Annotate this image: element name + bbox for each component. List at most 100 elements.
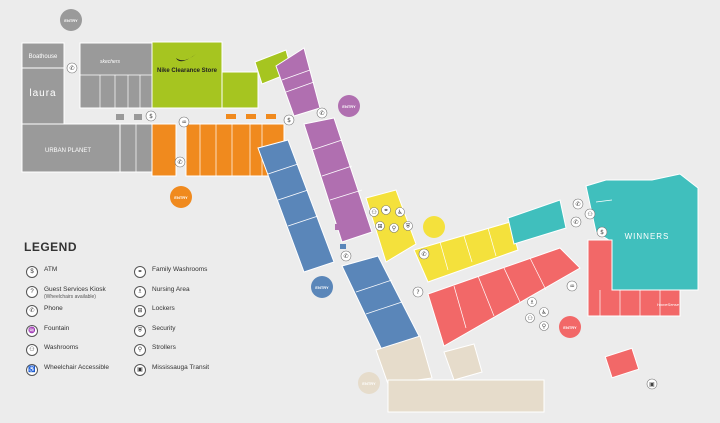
orange-kiosk-3 [266, 114, 276, 119]
atm-icon: $ [596, 226, 608, 238]
atm-icon: $ [283, 114, 295, 126]
washrooms-icon: ⚇ [369, 207, 379, 217]
legend-item-label: Fountain [44, 324, 70, 332]
svg-text:⚇: ⚇ [371, 209, 376, 216]
legend-item: $ ATM [26, 266, 57, 278]
blue-kiosk-1 [340, 244, 346, 249]
red-dividers [453, 257, 547, 329]
entry-top[interactable]: ENTRY [60, 9, 82, 31]
svg-text:ENTRY: ENTRY [315, 285, 329, 290]
purple-block-mid[interactable] [303, 117, 373, 243]
urban-planet-label: URBAN PLANET [45, 148, 91, 154]
legend-item: ▣Mississauga Transit [134, 363, 209, 376]
entry-red[interactable]: ENTRY [559, 316, 581, 338]
blue-kiosk-2 [372, 258, 378, 263]
phone-icon: ✆ [418, 248, 430, 260]
legend-item-label: Guest Services Kiosk [44, 285, 106, 293]
nike-label: Nike Clearance Store [157, 68, 218, 74]
yellow-dividers [439, 227, 497, 271]
nursing-icon: ♗ [527, 297, 537, 307]
svg-text:⊞: ⊞ [377, 223, 382, 230]
svg-text:ENTRY: ENTRY [342, 104, 356, 109]
purple-dividers [281, 69, 363, 201]
svg-text:✆: ✆ [177, 159, 182, 166]
red-right-dividers [599, 290, 661, 316]
svg-text:✆: ✆ [69, 65, 74, 72]
yellow-block-long[interactable] [413, 221, 519, 283]
phone-icon: ✆ [316, 107, 328, 119]
svg-text:✆: ✆ [319, 110, 324, 117]
beige-block-mid[interactable] [443, 343, 483, 381]
brand-logo-label: skechers [100, 59, 121, 65]
small-logo-label: HomeSense [657, 302, 680, 307]
svg-text:ENTRY: ENTRY [362, 381, 376, 386]
legend-item: ⚇Washrooms [26, 344, 78, 356]
phone-icon: ✆ [340, 250, 352, 262]
purple-block-top[interactable] [275, 47, 321, 117]
phone-icon: ✆ [174, 156, 186, 168]
entry-beige[interactable]: ENTRY [358, 372, 380, 394]
strollers-icon: ⚲ [134, 344, 146, 356]
entry-orange[interactable]: ENTRY [170, 186, 192, 208]
svg-text:▣: ▣ [649, 381, 655, 388]
phone-icon: ✆ [572, 198, 584, 210]
store-labels: Boathouse laura URBAN PLANET skechers Ni… [29, 54, 680, 307]
orange-kiosk-1 [226, 114, 236, 119]
washrooms-icon: ⚇ [584, 208, 596, 220]
svg-text:⚲: ⚲ [542, 323, 546, 330]
legend-item-label: Security [152, 324, 176, 332]
lockers-icon: ⊞ [375, 221, 385, 231]
svg-text:✆: ✆ [343, 253, 348, 260]
laura-label: laura [29, 88, 56, 99]
svg-text:$: $ [149, 113, 153, 120]
atm-icon: $ [145, 110, 157, 122]
red-standalone-store[interactable] [604, 347, 640, 379]
red-block-right[interactable] [587, 239, 681, 317]
beige-area [375, 335, 545, 413]
legend-item: ⛨Security [134, 324, 176, 337]
winners-store[interactable] [585, 173, 699, 291]
svg-text:♿: ♿ [397, 209, 402, 216]
beige-block-left[interactable] [375, 335, 433, 385]
blue-block-top[interactable] [257, 139, 335, 273]
nike-store[interactable] [151, 41, 223, 109]
svg-text:$: $ [600, 229, 604, 236]
svg-text:✆: ✆ [573, 219, 578, 226]
phone-icon: ✆ [66, 62, 78, 74]
fountain-icon: ♒ [566, 280, 578, 292]
legend-item: ⚲ Strollers [134, 344, 176, 356]
legend-item-label: Phone [44, 305, 63, 312]
lockers-icon: ⊞ [134, 305, 146, 317]
orange-wing [151, 114, 285, 177]
grey-kiosk-2 [134, 114, 142, 120]
svg-text:♒: ♒ [569, 283, 574, 290]
svg-text:⚇: ⚇ [587, 211, 592, 218]
teal-wing [507, 173, 699, 291]
legend-item-sublabel: (Wheelchairs available) [44, 293, 96, 300]
beige-block-bottom[interactable] [387, 379, 545, 413]
grey-block-mid[interactable] [79, 42, 153, 109]
teal-block-small[interactable] [507, 199, 567, 245]
legend-title: LEGEND [24, 240, 78, 254]
entry-purple[interactable]: ENTRY [338, 95, 360, 117]
family-washroom-icon: ⚭ [134, 266, 146, 278]
svg-text:⛨: ⛨ [406, 223, 411, 230]
blue-block-bottom[interactable] [341, 255, 421, 351]
legend-item: ♿Wheelchair Accessible [26, 363, 109, 376]
atm-icon: $ [26, 266, 38, 278]
wheelchair-icon: ♿ [26, 363, 38, 376]
legend-item-label: ATM [44, 266, 58, 273]
green-block-2[interactable] [221, 71, 259, 109]
wheelchair-icon: ♿ [395, 207, 405, 217]
red-block-long[interactable] [427, 247, 581, 347]
legend-item: ♗Nursing Area [134, 285, 190, 298]
svg-text:⚇: ⚇ [527, 315, 532, 322]
guest-services-icon: ? [412, 286, 424, 298]
orange-block-1[interactable] [151, 123, 177, 177]
purple-kiosk [335, 224, 341, 230]
legend-item-label: Strollers [152, 344, 176, 351]
phone-icon: ✆ [570, 216, 582, 228]
entry-blue[interactable]: ENTRY [311, 276, 333, 298]
svg-text:♒: ♒ [181, 119, 186, 126]
